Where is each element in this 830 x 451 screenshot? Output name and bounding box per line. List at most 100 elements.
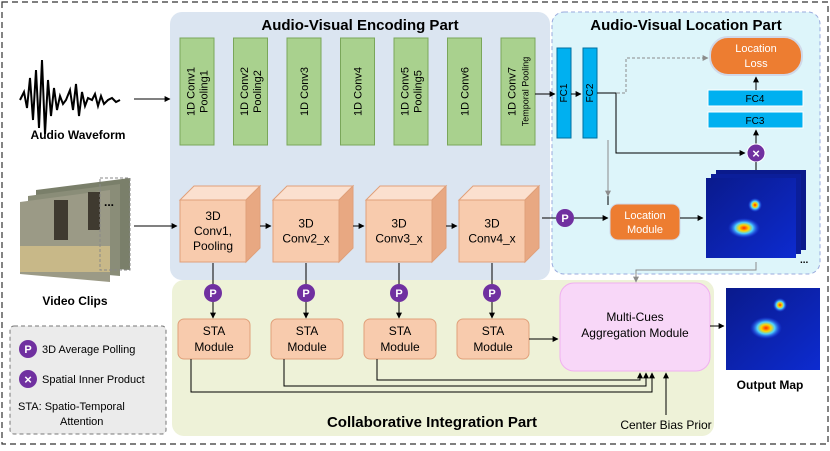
conv-cube-2-label-2: Conv2_x <box>282 232 329 246</box>
encoding-part-title: Audio-Visual Encoding Part <box>261 17 458 34</box>
location-loss-label-1: Location <box>735 43 777 55</box>
pool-node-2-label: P <box>302 288 309 300</box>
conv-cube-4-label-1: 3D <box>484 217 500 231</box>
location-loss-label-2: Loss <box>744 58 768 70</box>
sta-to-aggregation-arrow-3 <box>376 359 643 381</box>
fc4-label: FC4 <box>746 94 765 105</box>
fc3-layer <box>707 111 804 129</box>
conv-cube-1 <box>179 199 247 263</box>
audio-conv-2-label-2: Pooling2 <box>252 70 264 113</box>
pool-node-location <box>556 209 574 227</box>
center-bias-label: Center Bias Prior <box>620 418 711 432</box>
pool-node-location-label: P <box>561 213 568 225</box>
pool-node-4-label: P <box>488 288 495 300</box>
fc2-to-inner-arrow <box>597 92 746 156</box>
aggregation-module-box <box>559 282 711 372</box>
sta-module-4-label-2: Module <box>473 340 513 354</box>
legend-pool-icon <box>19 340 37 358</box>
conv-cube-3-label-2: Conv3_x <box>375 232 422 246</box>
integration-part-title: Collaborative Integration Part <box>327 414 537 431</box>
audio-waveform <box>19 59 121 135</box>
location-module-box <box>609 203 681 241</box>
video-clips: ... <box>20 177 131 282</box>
conv-cube-3 <box>365 199 433 263</box>
legend-pool-symbol: P <box>24 344 31 356</box>
audio-conv-4-label-1: 1D Conv4 <box>353 67 365 116</box>
legend-pool-text: 3D Average Polling <box>42 344 135 356</box>
fc2-label: FC2 <box>585 83 596 102</box>
audio-conv-5-label-2: Pooling5 <box>413 70 425 113</box>
audio-conv-6-label-1: 1D Conv6 <box>460 67 472 116</box>
conv-cube-1-label-1: 3D <box>205 209 221 223</box>
sta-module-2-label-2: Module <box>287 340 327 354</box>
audio-conv-4 <box>340 37 375 146</box>
map-to-aggregation-arrow <box>633 262 757 283</box>
audio-conv-1-label-2: Pooling1 <box>199 70 211 113</box>
location-module-label-1: Location <box>624 210 666 222</box>
conv-cube-side-1 <box>245 184 261 264</box>
conv-cube-side-3 <box>431 184 447 264</box>
spatial-inner-product-icon: × <box>752 146 760 161</box>
location-heatmap-stack: ... <box>706 170 809 266</box>
sta-to-aggregation-arrow-1 <box>190 359 655 393</box>
heatmap-ellipsis: ... <box>800 255 809 266</box>
conv-cube-1-label-3: Pooling <box>193 239 233 253</box>
svg-text:...: ... <box>104 195 114 209</box>
video-conv-stack: 3DConv1,Pooling3DConv2_x3DConv3_x3DConv4… <box>178 184 541 264</box>
legend-box <box>9 325 167 435</box>
legend-inner-icon <box>19 370 37 388</box>
aggregation-label-2: Aggregation Module <box>581 326 689 340</box>
sta-module-4-label-1: STA <box>482 324 504 338</box>
audio-conv-6 <box>447 37 482 146</box>
fc2-to-loss-dashed <box>597 55 709 94</box>
audio-conv-7 <box>500 37 536 146</box>
audio-conv-7-label-2: Temporal Pooling <box>521 57 531 127</box>
sta-module-3-label-2: Module <box>380 340 420 354</box>
sta-module-3-label-1: STA <box>389 324 411 338</box>
conv-cube-1-label-2: Conv1, <box>194 224 232 238</box>
output-map-label: Output Map <box>737 378 804 392</box>
conv-cube-side-2 <box>338 184 354 264</box>
conv-cube-2 <box>272 199 340 263</box>
pool-node-4 <box>483 284 501 302</box>
conv-cube-4 <box>458 199 526 263</box>
conv-cube-2-label-1: 3D <box>298 217 314 231</box>
audio-conv-7-label-1: 1D Conv7 <box>507 67 519 116</box>
legend-inner-symbol: × <box>24 372 32 387</box>
audio-conv-3-label-1: 1D Conv3 <box>299 67 311 116</box>
sta-module-1-label-2: Module <box>194 340 234 354</box>
legend-sta-text-1: STA: Spatio-Temporal <box>18 401 125 413</box>
sta-module-2 <box>270 318 344 360</box>
legend-inner-text: Spatial Inner Product <box>42 374 145 386</box>
audio-conv-1-label-1: 1D Conv1 <box>186 67 198 116</box>
audio-conv-2-label-1: 1D Conv2 <box>239 67 251 116</box>
conv-cube-side-4 <box>524 184 540 264</box>
legend-sta-text-2: Attention <box>60 416 103 428</box>
pool-node-1-label: P <box>209 288 216 300</box>
audio-waveform-label: Audio Waveform <box>31 128 126 142</box>
fc1-label: FC1 <box>559 83 570 102</box>
video-clips-label: Video Clips <box>42 294 107 308</box>
sta-module-2-label-1: STA <box>296 324 318 338</box>
output-map <box>726 288 820 370</box>
pool-node-2 <box>297 284 315 302</box>
audio-conv-2 <box>233 37 268 146</box>
audio-conv-5 <box>393 37 429 146</box>
conv-cube-3-label-1: 3D <box>391 217 407 231</box>
sta-module-1 <box>177 318 251 360</box>
audio-conv-5-label-1: 1D Conv5 <box>400 67 412 116</box>
fc3-label: FC3 <box>746 116 765 127</box>
location-module-label-2: Module <box>627 224 663 236</box>
sta-module-3 <box>363 318 437 360</box>
audio-conv-3 <box>286 37 322 146</box>
pool-node-1 <box>204 284 222 302</box>
conv-cube-4-label-2: Conv4_x <box>468 232 515 246</box>
location-part-title: Audio-Visual Location Part <box>590 17 781 34</box>
fc1-layer <box>556 47 572 139</box>
location-loss-box <box>709 36 803 76</box>
pool-node-3-label: P <box>395 288 402 300</box>
sta-to-aggregation-arrow-2 <box>283 359 649 387</box>
